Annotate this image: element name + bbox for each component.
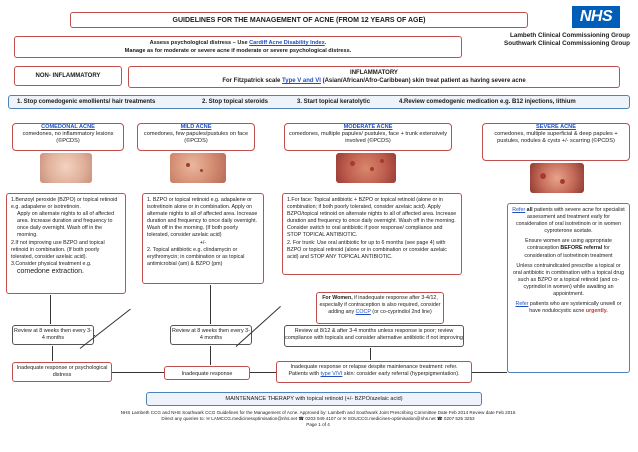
moderate-title-link[interactable]: MODERATE ACNE: [343, 124, 393, 130]
arrow-line: [210, 346, 211, 365]
arrow-line: [112, 372, 164, 373]
psych-text: Assess psychological distress – Use: [149, 40, 250, 46]
women-tail: (or co-cyprindiol 2nd line): [370, 309, 432, 315]
women-label: For Women,: [322, 295, 353, 301]
moderate-face: 1.For face: Topical antibiotic + BZPO or…: [287, 197, 457, 225]
severe-urgently: urgently.: [585, 308, 608, 315]
lesion-dot: [380, 159, 384, 163]
severe-treatment-box: Refer all patients with severe acne for …: [507, 203, 630, 373]
lesion-dot: [350, 161, 355, 166]
lesion-dot: [200, 169, 203, 172]
moderate-inadequate-prefix: Patients with: [288, 371, 321, 377]
moderate-inadequate-suffix: skin: consider early referral (hyperpigm…: [342, 371, 460, 377]
moderate-inadequate-box: Inadequate response or relapse despite m…: [276, 361, 472, 383]
arrow-line: [52, 346, 53, 361]
severe-p4: patients who are systemically unwell or …: [528, 301, 622, 315]
step-1: 1. Stop comedogenic emollients/ hair tre…: [17, 99, 156, 105]
comedonal-step2: 2.If not improving use BZPO and topical …: [11, 239, 105, 260]
fitzpatrick-suffix: (Asian/African/Afro-Caribbean) skin trea…: [320, 78, 526, 84]
severe-refer-urgent-link[interactable]: Refer: [515, 301, 529, 308]
comedonal-step3: 3.Consider physical treatment e.g.: [11, 260, 92, 267]
severe-title-link[interactable]: SEVERE ACNE: [536, 124, 576, 130]
moderate-review-box: Review at 8/12 & after 3-4 months unless…: [284, 325, 464, 347]
ccg-names: Lambeth Clinical Commissioning Group Sou…: [470, 32, 630, 48]
maintenance-therapy-bar: MAINTENANCE THERAPY with topical retinoi…: [146, 392, 482, 406]
mild-title-link[interactable]: MILD ACNE: [180, 124, 212, 130]
nhs-logo: NHS: [572, 6, 620, 28]
step-4: 4.Review comedogenic medication e.g. B12…: [399, 99, 576, 105]
arrow-line: [210, 285, 211, 324]
severe-refer-link[interactable]: Refer: [512, 207, 526, 213]
comedonal-review-box: Review at 8 weeks then every 3-4 months: [12, 325, 94, 345]
inflammatory-title: INFLAMMATORY: [350, 70, 398, 76]
footer: NHS Lambeth CCG and NHS Southwark CCG Gu…: [68, 410, 568, 429]
moderate-header: MODERATE ACNE comedones, multiple papule…: [284, 123, 452, 151]
mild-desc: comedones, few papules/pustules on face …: [143, 131, 249, 144]
severe-desc: comedones, multiple superficial & deep p…: [494, 131, 618, 144]
comedonal-apply: Apply on alternate nights to all of affe…: [17, 211, 115, 239]
fitzpatrick-prefix: For Fitzpatrick scale: [222, 78, 283, 84]
arrow-line: [250, 372, 276, 373]
ccg-lambeth: Lambeth Clinical Commissioning Group: [509, 32, 630, 39]
ccg-southwark: Southwark Clinical Commissioning Group: [504, 40, 630, 47]
moderate-acne-photo: [336, 153, 396, 183]
severe-all: all: [525, 207, 533, 213]
comedonal-title-link[interactable]: COMEDONAL ACNE: [41, 124, 95, 130]
arrow-line: [472, 372, 507, 373]
inflammatory-header: INFLAMMATORY For Fitzpatrick scale Type …: [128, 66, 620, 88]
general-steps-bar: 1. Stop comedogenic emollients/ hair tre…: [8, 95, 630, 109]
mild-step1: 1. BZPO or topical retinoid e.g. adapale…: [147, 197, 258, 239]
lesion-dot: [370, 167, 374, 171]
non-inflammatory-header: NON- INFLAMMATORY: [14, 66, 122, 86]
page-title: GUIDELINES FOR THE MANAGEMENT OF ACNE (F…: [70, 12, 528, 28]
comedonal-treatment-box: 1.Benzoyl peroxide (BZPO) or topical ret…: [6, 193, 126, 294]
mild-review-box: Review at 8 weeks then every 3- 4 months: [170, 325, 252, 345]
cocp-link[interactable]: COCP: [355, 309, 371, 315]
psych-suffix: .: [324, 40, 327, 46]
psych-line2: Manage as for moderate or severe acne if…: [124, 47, 352, 54]
comedonal-extraction: comedone extraction.: [17, 267, 84, 275]
arrow-line: [50, 295, 51, 324]
women-box: For Women, if inadequate response after …: [316, 292, 444, 324]
severe-acne-photo: [530, 163, 584, 193]
comedonal-acne-photo: [40, 153, 92, 183]
footer-page-number: Page 1 of 4: [306, 422, 330, 428]
severe-p3: Unless contraindicated prescribe a topic…: [512, 262, 624, 298]
footer-approval: NHS Lambeth CCG and NHS Southwark CCG Gu…: [120, 410, 516, 415]
women-text: if inadequate response after 3-4/12, esp…: [319, 295, 441, 315]
severe-p2-tail: for consideration of isotretinoin treatm…: [524, 245, 613, 259]
mild-plus-minus: +/-: [199, 239, 207, 246]
severe-before-referral: BEFORE referral: [560, 245, 603, 252]
moderate-treatment-box: 1.For face: Topical antibiotic + BZPO or…: [282, 193, 462, 275]
severe-p1: patients with severe acne for specialist…: [515, 207, 625, 235]
cardiff-index-link[interactable]: Cardiff Acne Disability Index: [249, 40, 325, 46]
moderate-inadequate-line1: Inadequate response or relapse despite m…: [290, 364, 458, 370]
type-v-vi-skin-link[interactable]: type V/VI: [320, 371, 343, 377]
mild-step2: 2. Topical antibiotic e.g. clindamycin o…: [147, 246, 245, 267]
step-3: 3. Start topical keratolytic: [297, 99, 371, 105]
comedonal-desc: comedones, no inflammatory lesions (©PCD…: [22, 131, 114, 144]
comedonal-step1: 1.Benzoyl peroxide (BZPO) or topical ret…: [11, 197, 118, 211]
moderate-switch: Consider switch to oral antibiotic if po…: [287, 225, 443, 239]
step-2: 2. Stop topical steroids: [202, 99, 269, 105]
mild-treatment-box: 1. BZPO or topical retinoid e.g. adapale…: [142, 193, 264, 284]
lesion-dot: [540, 173, 546, 179]
arrow-line: [370, 348, 371, 360]
moderate-desc: comedones, multiple papules/ pustules, f…: [288, 131, 448, 144]
mild-acne-photo: [170, 153, 226, 183]
mild-inadequate-box: Inadequate response: [164, 366, 250, 380]
type-v-vi-link[interactable]: Type V and VI: [282, 78, 321, 84]
mild-header: MILD ACNE comedones, few papules/pustule…: [137, 123, 255, 151]
comedonal-inadequate-box: Inadequate response or psychological dis…: [12, 362, 112, 382]
footer-contacts: Direct any queries to: ✉ LAMCCG.medicine…: [161, 416, 475, 422]
severe-p2: Ensure women are using appropriate contr…: [525, 238, 612, 252]
lesion-dot: [560, 179, 565, 184]
psych-distress-box: Assess psychological distress – Use Card…: [14, 36, 462, 58]
moderate-trunk: 2. For trunk: Use oral antibiotic for up…: [287, 239, 447, 260]
severe-header: SEVERE ACNE comedones, multiple superfic…: [482, 123, 630, 161]
comedonal-header: COMEDONAL ACNE comedones, no inflammator…: [12, 123, 124, 151]
lesion-dot: [186, 163, 190, 167]
